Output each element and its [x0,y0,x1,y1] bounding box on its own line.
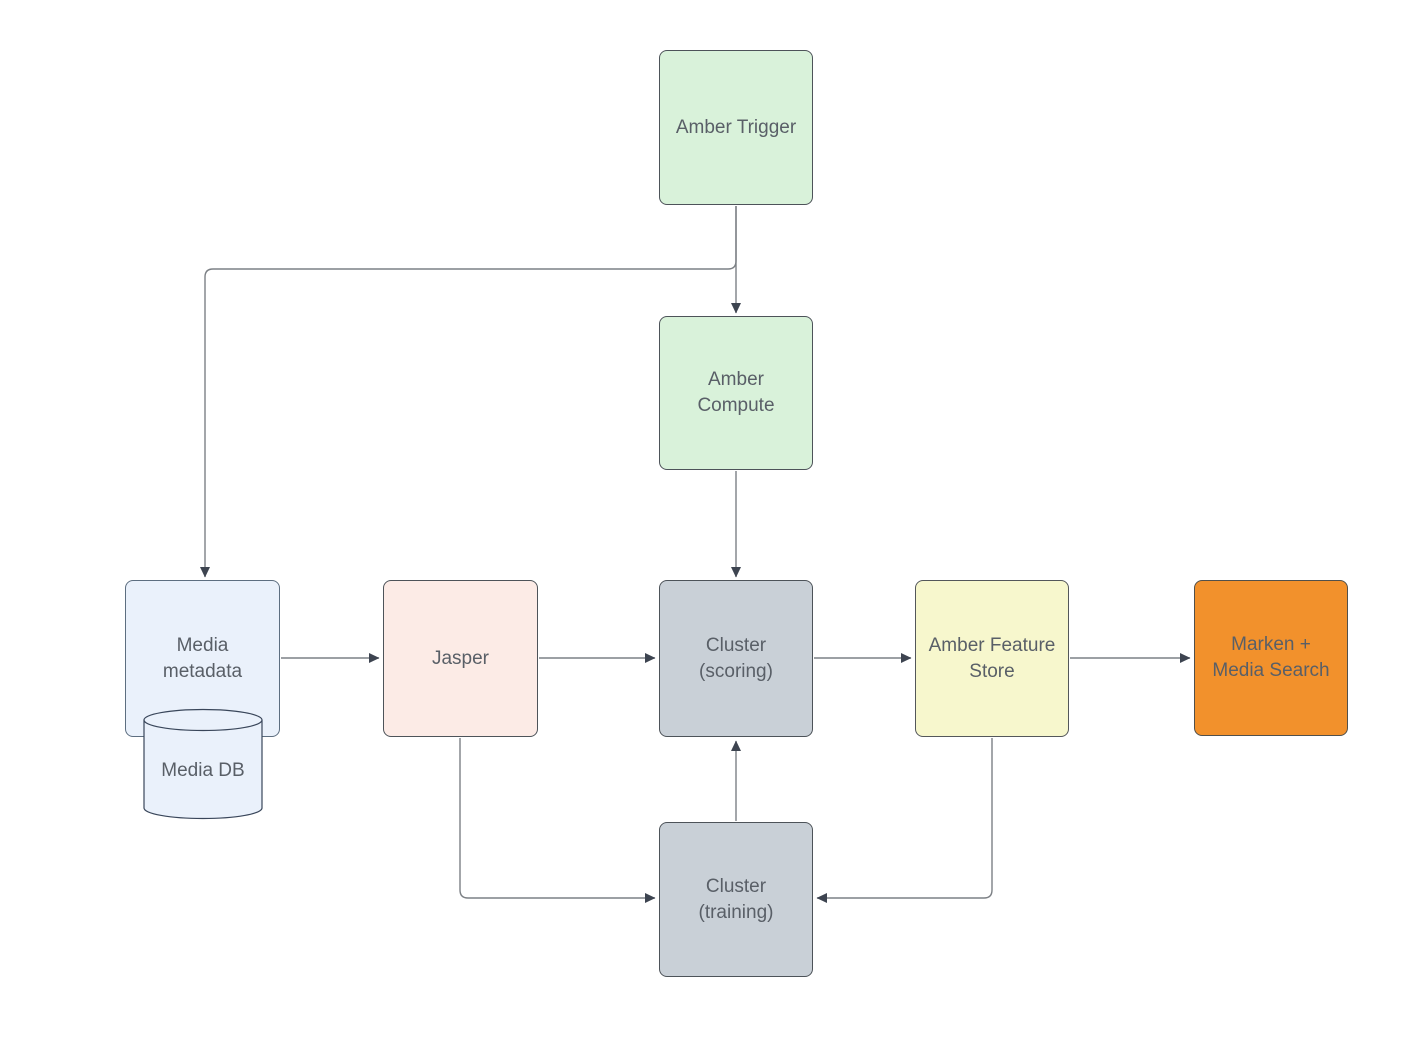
node-cluster-scoring-label: Cluster (scoring) [699,634,773,682]
node-amber-compute: Amber Compute [659,316,813,470]
node-amber-trigger-label: Amber Trigger [675,116,797,138]
node-jasper-label: Jasper [431,647,490,669]
node-media-db-label: Media DB [161,760,245,781]
node-amber-compute-label: Amber Compute [697,369,775,416]
node-media-metadata-label: Media metadata [162,634,243,682]
node-jasper: Jasper [383,580,538,737]
node-amber-feature-store-label: Amber Feature Store [928,634,1056,682]
cylinder-body [143,720,263,820]
edge-amber-feature-store-to-cluster-training [816,738,993,903]
node-media-db: Media DB [143,708,263,820]
node-marken-media-search: Marken + Media Search [1194,580,1348,736]
edge-amber-trigger-to-media-metadata [200,206,737,578]
node-cluster-training: Cluster (training) [659,822,813,977]
node-amber-trigger: Amber Trigger [659,50,813,205]
node-cluster-scoring: Cluster (scoring) [659,580,813,737]
node-amber-feature-store: Amber Feature Store [915,580,1069,737]
edge-jasper-to-cluster-training [459,738,656,903]
node-cluster-training-label: Cluster (training) [698,875,774,923]
cylinder-top [143,708,263,732]
node-marken-media-search-label: Marken + Media Search [1212,634,1330,681]
